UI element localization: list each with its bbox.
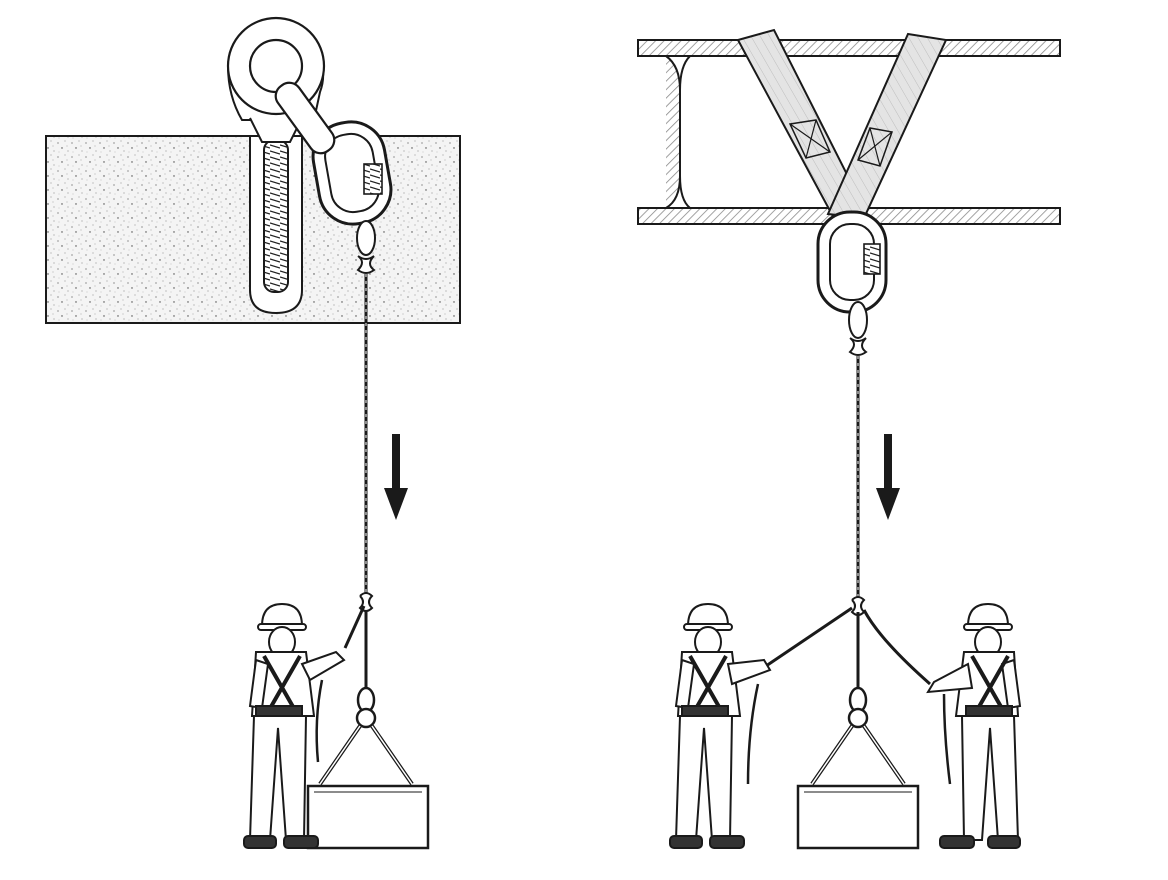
arrow-down-right [876, 434, 900, 520]
arrow-down-left [384, 434, 408, 520]
load-sling-right [810, 686, 906, 786]
load-sling-left [318, 686, 414, 786]
rope-eye-right [848, 301, 868, 356]
load-box-left [306, 784, 430, 850]
worker-right-b [926, 602, 1022, 849]
rope-eye-left [356, 220, 376, 274]
carabiner-right [816, 210, 888, 314]
right-panel [637, 28, 1061, 850]
left-panel [45, 16, 461, 850]
eyebolt-shank [263, 139, 289, 293]
carabiner-left [274, 81, 393, 226]
load-box-right [796, 784, 920, 850]
worker-left [243, 602, 346, 849]
worker-right-a [669, 602, 772, 849]
webbing-sling [736, 28, 948, 224]
